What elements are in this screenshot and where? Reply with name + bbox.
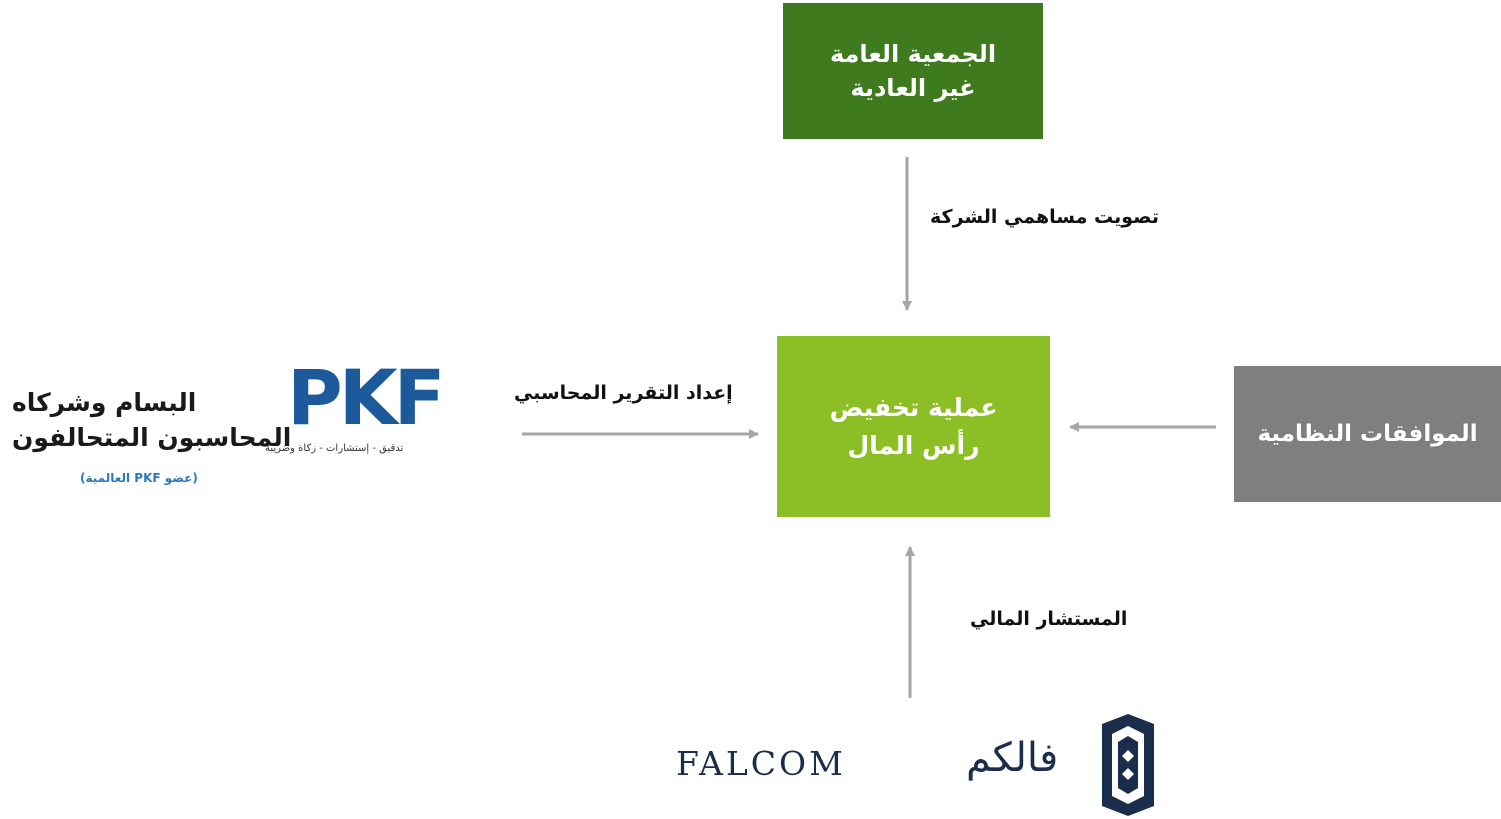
general-assembly-box: الجمعية العامة غير العادية [783, 3, 1043, 139]
regulatory-approvals-box: الموافقات النظامية [1234, 366, 1501, 502]
falcom-arabic-name: فالكم [966, 735, 1059, 781]
capital-reduction-line2: رأس المال [847, 430, 980, 460]
capital-reduction-line1: عملية تخفيض [829, 392, 998, 422]
edge-label-shareholder-vote: تصويت مساهمي الشركة [930, 206, 1159, 228]
falcom-english-name: FALCOM [676, 744, 846, 783]
pkf-tagline: تدقيق - إستشارات - زكاة وضريبة [265, 443, 404, 454]
general-assembly-line2: غير العادية [850, 74, 976, 102]
general-assembly-line1: الجمعية العامة [829, 40, 997, 68]
capital-reduction-box: عملية تخفيض رأس المال [777, 336, 1050, 517]
pkf-arabic-subtitle: المحاسبون المتحالفون [12, 423, 292, 452]
regulatory-approvals-label: الموافقات النظامية [1257, 421, 1478, 447]
edge-label-accounting-report: إعداد التقرير المحاسبي [514, 382, 733, 404]
pkf-mark: PKF [287, 353, 446, 442]
pkf-arabic-name: البسام وشركاه [12, 388, 197, 417]
falcom-emblem-icon [1102, 714, 1154, 816]
edge-label-financial-advisor: المستشار المالي [970, 608, 1128, 630]
pkf-member-note: (عضو PKF العالمية) [80, 471, 198, 485]
